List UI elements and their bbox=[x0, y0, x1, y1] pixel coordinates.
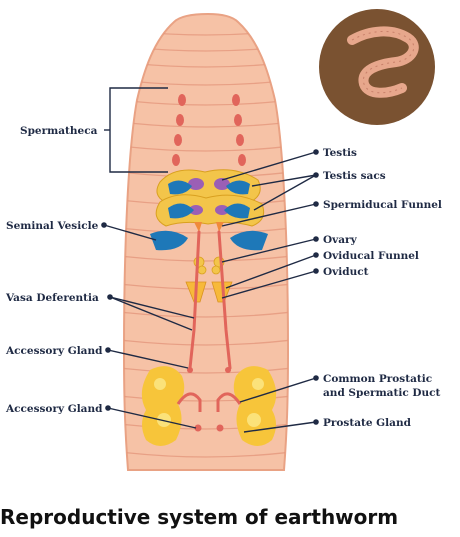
label-testis-sacs: Testis sacs bbox=[323, 170, 386, 182]
label-accessory-gland-lower: Accessory Gland bbox=[5, 403, 103, 415]
seminal-vesicles bbox=[150, 180, 268, 251]
label-prostate-gland: Prostate Gland bbox=[323, 417, 412, 429]
label-vasa-deferentia: Vasa Deferentia bbox=[5, 292, 99, 304]
spermatheca-bracket bbox=[104, 87, 168, 173]
leader-lines bbox=[103, 151, 317, 433]
labels: Spermatheca Testis Testis sacs Spermiduc… bbox=[5, 125, 442, 429]
common-ducts bbox=[176, 392, 242, 412]
earthworm-inset bbox=[319, 9, 435, 125]
label-testis: Testis bbox=[323, 147, 357, 159]
spermiducal-funnels bbox=[194, 222, 224, 232]
label-common-duct-line2: and Spermatic Duct bbox=[323, 387, 441, 399]
diagram-caption: Reproductive system of earthworm bbox=[0, 505, 399, 529]
prostate-glands bbox=[141, 366, 277, 446]
testis-sacs bbox=[155, 169, 265, 227]
label-oviduct: Oviduct bbox=[323, 266, 369, 278]
vasa-deferentia bbox=[188, 230, 232, 370]
accessory-glands bbox=[187, 367, 231, 432]
label-spermiducal-funnel: Spermiducal Funnel bbox=[323, 199, 442, 211]
label-dots bbox=[101, 149, 319, 425]
label-ovary: Ovary bbox=[323, 234, 358, 246]
label-spermatheca: Spermatheca bbox=[20, 125, 98, 137]
spermathecae bbox=[172, 94, 246, 166]
prostate-gland-highlights bbox=[154, 378, 264, 427]
label-common-duct-line1: Common Prostatic bbox=[323, 373, 432, 385]
testis bbox=[188, 178, 230, 215]
label-oviducal-funnel: Oviducal Funnel bbox=[323, 250, 419, 262]
label-seminal-vesicle: Seminal Vesicle bbox=[6, 220, 99, 232]
label-accessory-gland-upper: Accessory Gland bbox=[5, 345, 103, 357]
